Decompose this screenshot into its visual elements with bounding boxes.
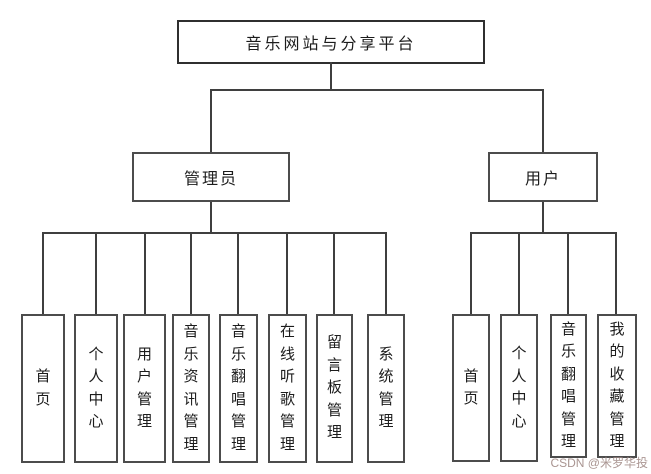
node-user-child-personal-center: 个人中心 xyxy=(500,314,538,462)
node-user-child-music-cover-management: 音乐翻唱管理 xyxy=(550,314,587,458)
connector-line xyxy=(542,202,544,232)
connector-line xyxy=(542,89,544,152)
node-label: 在线听歌管理 xyxy=(279,324,295,453)
connector-line xyxy=(95,232,97,314)
connector-line xyxy=(330,62,332,91)
node-user: 用户 xyxy=(488,152,598,202)
node-root-platform: 音乐网站与分享平台 xyxy=(177,20,485,64)
node-admin-child-music-news-management: 音乐资讯管理 xyxy=(172,314,210,463)
node-label: 音乐翻唱管理 xyxy=(560,321,576,451)
node-label: 用户管理 xyxy=(136,346,152,431)
connector-line xyxy=(286,232,288,314)
connector-line xyxy=(210,89,212,152)
node-root-label: 音乐网站与分享平台 xyxy=(245,36,417,53)
node-user-child-home: 首页 xyxy=(452,314,490,462)
node-admin-child-system-management: 系统管理 xyxy=(367,314,405,463)
connector-line xyxy=(210,89,544,91)
csdn-watermark: CSDN @米罗华投 xyxy=(550,456,648,470)
node-admin-child-user-management: 用户管理 xyxy=(123,314,166,463)
connector-line xyxy=(210,202,212,232)
connector-line xyxy=(518,232,520,314)
node-label: 音乐资讯管理 xyxy=(183,324,199,453)
node-label: 音乐翻唱管理 xyxy=(230,324,246,453)
node-label: 留言板管理 xyxy=(326,335,342,442)
node-label: 个人中心 xyxy=(511,346,527,430)
node-label: 个人中心 xyxy=(88,346,104,431)
connector-line xyxy=(470,232,617,234)
connector-line xyxy=(333,232,335,314)
node-label: 系统管理 xyxy=(378,346,394,431)
node-user-child-my-favorites-management: 我的收藏管理 xyxy=(597,314,637,458)
connector-line xyxy=(567,232,569,314)
connector-line xyxy=(144,232,146,314)
connector-line xyxy=(237,232,239,314)
connector-line xyxy=(385,232,387,314)
connector-line xyxy=(190,232,192,314)
node-admin-child-personal-center: 个人中心 xyxy=(74,314,118,463)
connector-line xyxy=(470,232,472,314)
node-admin: 管理员 xyxy=(132,152,290,202)
node-admin-child-music-cover-management: 音乐翻唱管理 xyxy=(219,314,258,463)
node-user-label: 用户 xyxy=(524,171,561,188)
connector-line xyxy=(42,232,44,314)
node-admin-child-home: 首页 xyxy=(21,314,65,463)
node-label: 首页 xyxy=(35,369,51,408)
node-label: 我的收藏管理 xyxy=(609,321,625,451)
connector-line xyxy=(615,232,617,314)
node-admin-child-online-listening-management: 在线听歌管理 xyxy=(268,314,307,463)
node-admin-child-message-board-management: 留言板管理 xyxy=(316,314,353,463)
node-label: 首页 xyxy=(463,368,479,408)
node-admin-label: 管理员 xyxy=(183,171,238,188)
connector-line xyxy=(42,232,387,234)
